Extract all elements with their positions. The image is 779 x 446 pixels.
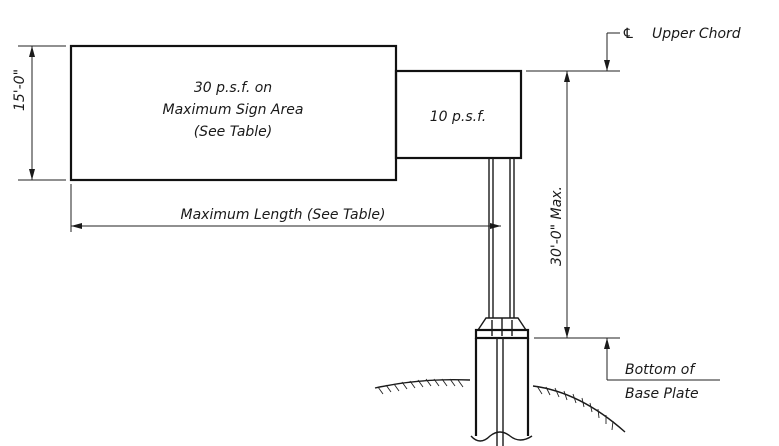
base-plate-label-line1: Bottom of <box>625 362 696 378</box>
base-plate <box>474 317 530 340</box>
column <box>488 158 515 318</box>
dimension-column-height <box>526 70 620 339</box>
upper-chord-box <box>394 69 523 160</box>
sign-load-line2: Maximum Sign Area <box>163 102 304 118</box>
max-length-label: Maximum Length (See Table) <box>181 207 386 223</box>
column-height-label: 30'-0" Max. <box>549 186 565 266</box>
sign-height-label: 15'-0" <box>12 69 28 111</box>
base-plate-label-line2: Base Plate <box>625 386 699 402</box>
ground-line <box>374 378 626 433</box>
upper-chord-leader <box>604 32 620 71</box>
sign-load-line3: (See Table) <box>194 124 273 140</box>
foundation <box>470 338 533 446</box>
centerline-symbol: ℄ <box>622 26 635 42</box>
chord-load-label: 10 p.s.f. <box>430 109 486 125</box>
upper-chord-label: Upper Chord <box>652 26 741 42</box>
sign-load-line1: 30 p.s.f. on <box>194 80 272 96</box>
dimension-sign-height <box>18 45 66 181</box>
base-plate-leader <box>604 338 720 381</box>
dimension-max-length <box>70 184 501 232</box>
